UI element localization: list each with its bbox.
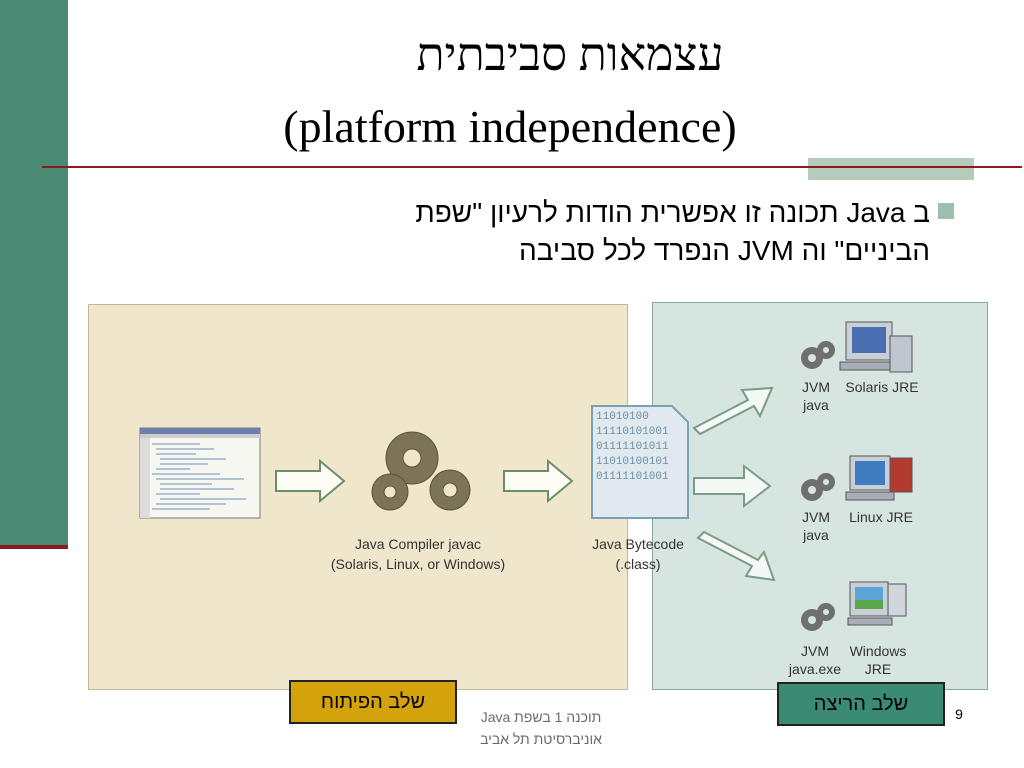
jre-label: Windows <box>849 643 907 659</box>
title-accent-block <box>808 158 974 180</box>
runtime-stage-label: שלב הריצה <box>777 682 945 726</box>
compiler-label: Java Compiler javac (Solaris, Linux, or … <box>320 534 516 574</box>
bytecode-bits: 11010100 11110101001 01111101011 1101010… <box>596 410 682 485</box>
source-code-window <box>139 427 261 519</box>
compiler-gears-icon <box>371 431 471 511</box>
title-underline <box>42 166 1022 168</box>
bytecode-bits-row: 11010100101 <box>596 456 669 468</box>
development-stage-label: שלב הפיתוח <box>289 680 457 724</box>
footer-course: תוכנה 1 בשפת Java <box>480 709 602 725</box>
bullet-line-1: ב Java תכונה זו אפשרית הודות לרעיון "שפת <box>415 197 930 228</box>
arrow-to-bytecode <box>503 458 574 504</box>
footer-university: אוניברסיטת תל אביב <box>480 731 602 747</box>
jvm-gear-icon-solaris <box>801 341 835 369</box>
jvm-gear-icon-linux <box>801 473 835 501</box>
bytecode-bits-row: 11110101001 <box>596 426 669 438</box>
bytecode-file-icon <box>591 405 689 519</box>
left-sidebar-bar <box>0 0 68 548</box>
jvm-label: JVM <box>802 379 830 395</box>
left-sidebar-accent <box>0 545 68 549</box>
jvm-command: java <box>803 397 829 413</box>
platform-solaris-jre: Solaris JRE <box>840 378 924 396</box>
compiler-label-line1: Java Compiler javac <box>354 536 482 552</box>
jvm-gear-icon-windows <box>801 603 835 631</box>
jre-label: Linux JRE <box>849 509 913 525</box>
jvm-command: java.exe <box>788 661 842 677</box>
linux-computer-icon <box>845 455 913 501</box>
bullet-text: ב Java תכונה זו אפשרית הודות לרעיון "שפת… <box>150 194 930 270</box>
slide-title-hebrew: עצמאות סביבתית <box>416 29 724 80</box>
bullet-line-2: הביניים" וה JVM הנפרד לכל סביבה <box>519 235 930 266</box>
bytecode-label-line1: Java Bytecode <box>592 536 684 552</box>
platform-linux-jre: Linux JRE <box>844 508 918 526</box>
distribution-arrows <box>692 386 776 582</box>
arrow-to-compiler <box>275 458 346 504</box>
platform-solaris-jvm: JVM java <box>796 378 836 414</box>
platform-windows-jvm: JVM java.exe <box>786 642 844 678</box>
bytecode-bits-row: 01111101001 <box>596 471 669 483</box>
jvm-command: java <box>803 527 829 543</box>
slide-footer: תוכנה 1 בשפת Java אוניברסיטת תל אביב <box>456 706 626 750</box>
bytecode-label: Java Bytecode (.class) <box>580 534 696 574</box>
platform-linux-jvm: JVM java <box>796 508 836 544</box>
bytecode-label-line2: (.class) <box>615 556 661 572</box>
jvm-label: JVM <box>802 509 830 525</box>
compiler-label-line2: (Solaris, Linux, or Windows) <box>330 556 506 572</box>
page-number: 9 <box>955 706 963 722</box>
jre-label: Solaris JRE <box>845 379 919 395</box>
solaris-computer-icon <box>839 321 913 373</box>
platform-windows-jre: Windows JRE <box>844 642 912 678</box>
bytecode-bits-row: 11010100 <box>596 411 649 423</box>
windows-computer-icon <box>847 581 907 626</box>
bullet-marker <box>938 203 954 219</box>
slide-title-english: (platform independence) <box>283 101 737 152</box>
jvm-label: JVM <box>801 643 829 659</box>
bytecode-bits-row: 01111101011 <box>596 441 669 453</box>
jre-label-line2: JRE <box>864 661 892 677</box>
